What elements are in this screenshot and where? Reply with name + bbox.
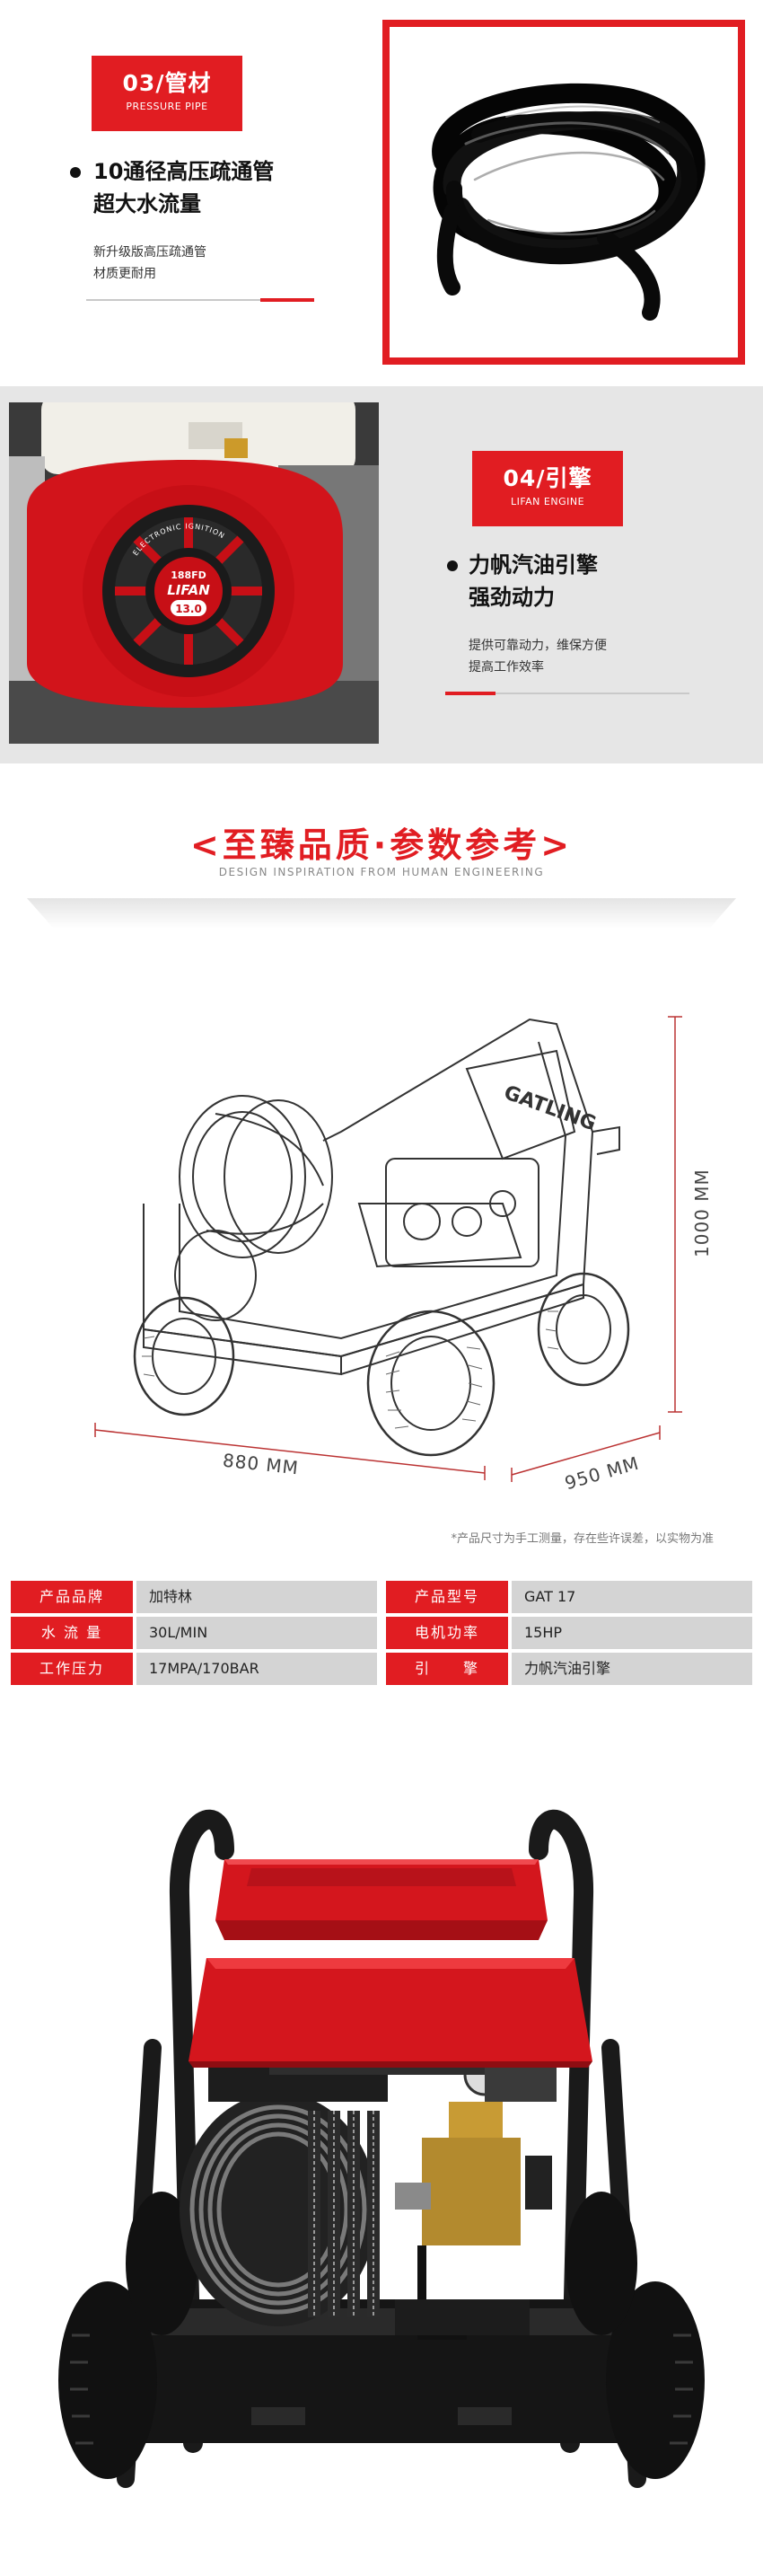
pipe-tag-title: 03/管材	[122, 70, 212, 96]
spec-value-pressure: 17MPA/170BAR	[136, 1653, 377, 1685]
coiled-hose-image	[432, 83, 706, 321]
spec-heading-title: <至臻品质·参数参考>	[189, 825, 574, 865]
spec-value-model: GAT 17	[512, 1581, 752, 1613]
bullet-dot	[70, 167, 81, 178]
pipe-tag-subtitle: PRESSURE PIPE	[126, 101, 208, 112]
engine-underline	[445, 692, 689, 695]
engine-headline-1: 力帆汽油引擎	[469, 552, 598, 578]
product-photo-section	[0, 1760, 763, 2576]
spec-label-model: 产品型号	[386, 1581, 508, 1613]
engine-tag-subtitle: LIFAN ENGINE	[510, 496, 585, 507]
pipe-desc-2: 材质更耐用	[93, 267, 156, 281]
engine-tag: 04/引擎 LIFAN ENGINE	[472, 451, 623, 526]
spec-table: 产品品牌 加特林 产品型号 GAT 17 水 流 量 30L/MIN 电机功率 …	[0, 1581, 763, 1689]
engine-brand-label: LIFAN	[167, 582, 210, 598]
dimension-height-label: 1000 MM	[691, 1169, 713, 1257]
bullet-dot	[447, 560, 458, 571]
spec-label-pressure: 工作压力	[11, 1653, 133, 1685]
spec-heading-subtitle: DESIGN INSPIRATION FROM HUMAN ENGINEERIN…	[218, 866, 545, 878]
spec-value-engine: 力帆汽油引擎	[512, 1653, 752, 1685]
pipe-section: 03/管材 PRESSURE PIPE 10通径高压疏通管 超大水流量 新升级版…	[0, 0, 763, 377]
pipe-tag: 03/管材 PRESSURE PIPE	[92, 56, 242, 131]
engine-cc-label: 13.0	[175, 603, 202, 615]
engine-desc-2: 提高工作效率	[469, 660, 544, 675]
spec-label-flow: 水 流 量	[11, 1617, 133, 1649]
engine-image: 188FD LIFAN 13.0 ELECTRONIC IGNITION	[9, 402, 379, 744]
pipe-headline-2: 超大水流量	[93, 191, 201, 216]
pipe-photo-frame	[382, 20, 745, 365]
frame-brand-text: GATLING	[501, 1081, 599, 1135]
engine-desc-1: 提供可靠动力，维保方便	[469, 639, 607, 653]
pipe-desc-1: 新升级版高压疏通管	[93, 245, 206, 260]
dimension-drawing-section: GATLING 880 MM 950 MM 1000 MM *产品尺寸为手工测量…	[0, 934, 763, 1546]
engine-tag-title: 04/引擎	[503, 465, 592, 491]
engine-headline-2: 强劲动力	[469, 585, 555, 610]
machine-line-drawing: GATLING	[94, 1016, 682, 1482]
spec-label-engine: 引 擎	[386, 1653, 508, 1685]
spec-heading-section: <至臻品质·参数参考> DESIGN INSPIRATION FROM HUMA…	[0, 790, 763, 934]
measurement-note: *产品尺寸为手工测量，存在些许误差，以实物为准	[451, 1532, 714, 1546]
engine-section: 188FD LIFAN 13.0 ELECTRONIC IGNITION 04/…	[0, 386, 763, 763]
heading-shadow-bar	[27, 898, 736, 929]
spec-value-brand: 加特林	[136, 1581, 377, 1613]
pressure-washer-image	[58, 1809, 705, 2488]
spec-label-brand: 产品品牌	[11, 1581, 133, 1613]
pipe-headline-1: 10通径高压疏通管	[93, 159, 275, 184]
engine-photo: 188FD LIFAN 13.0 ELECTRONIC IGNITION	[9, 402, 379, 744]
spec-value-power: 15HP	[512, 1617, 752, 1649]
pipe-underline	[86, 298, 314, 302]
engine-model-label: 188FD	[171, 569, 206, 581]
spec-label-power: 电机功率	[386, 1617, 508, 1649]
spec-value-flow: 30L/MIN	[136, 1617, 377, 1649]
